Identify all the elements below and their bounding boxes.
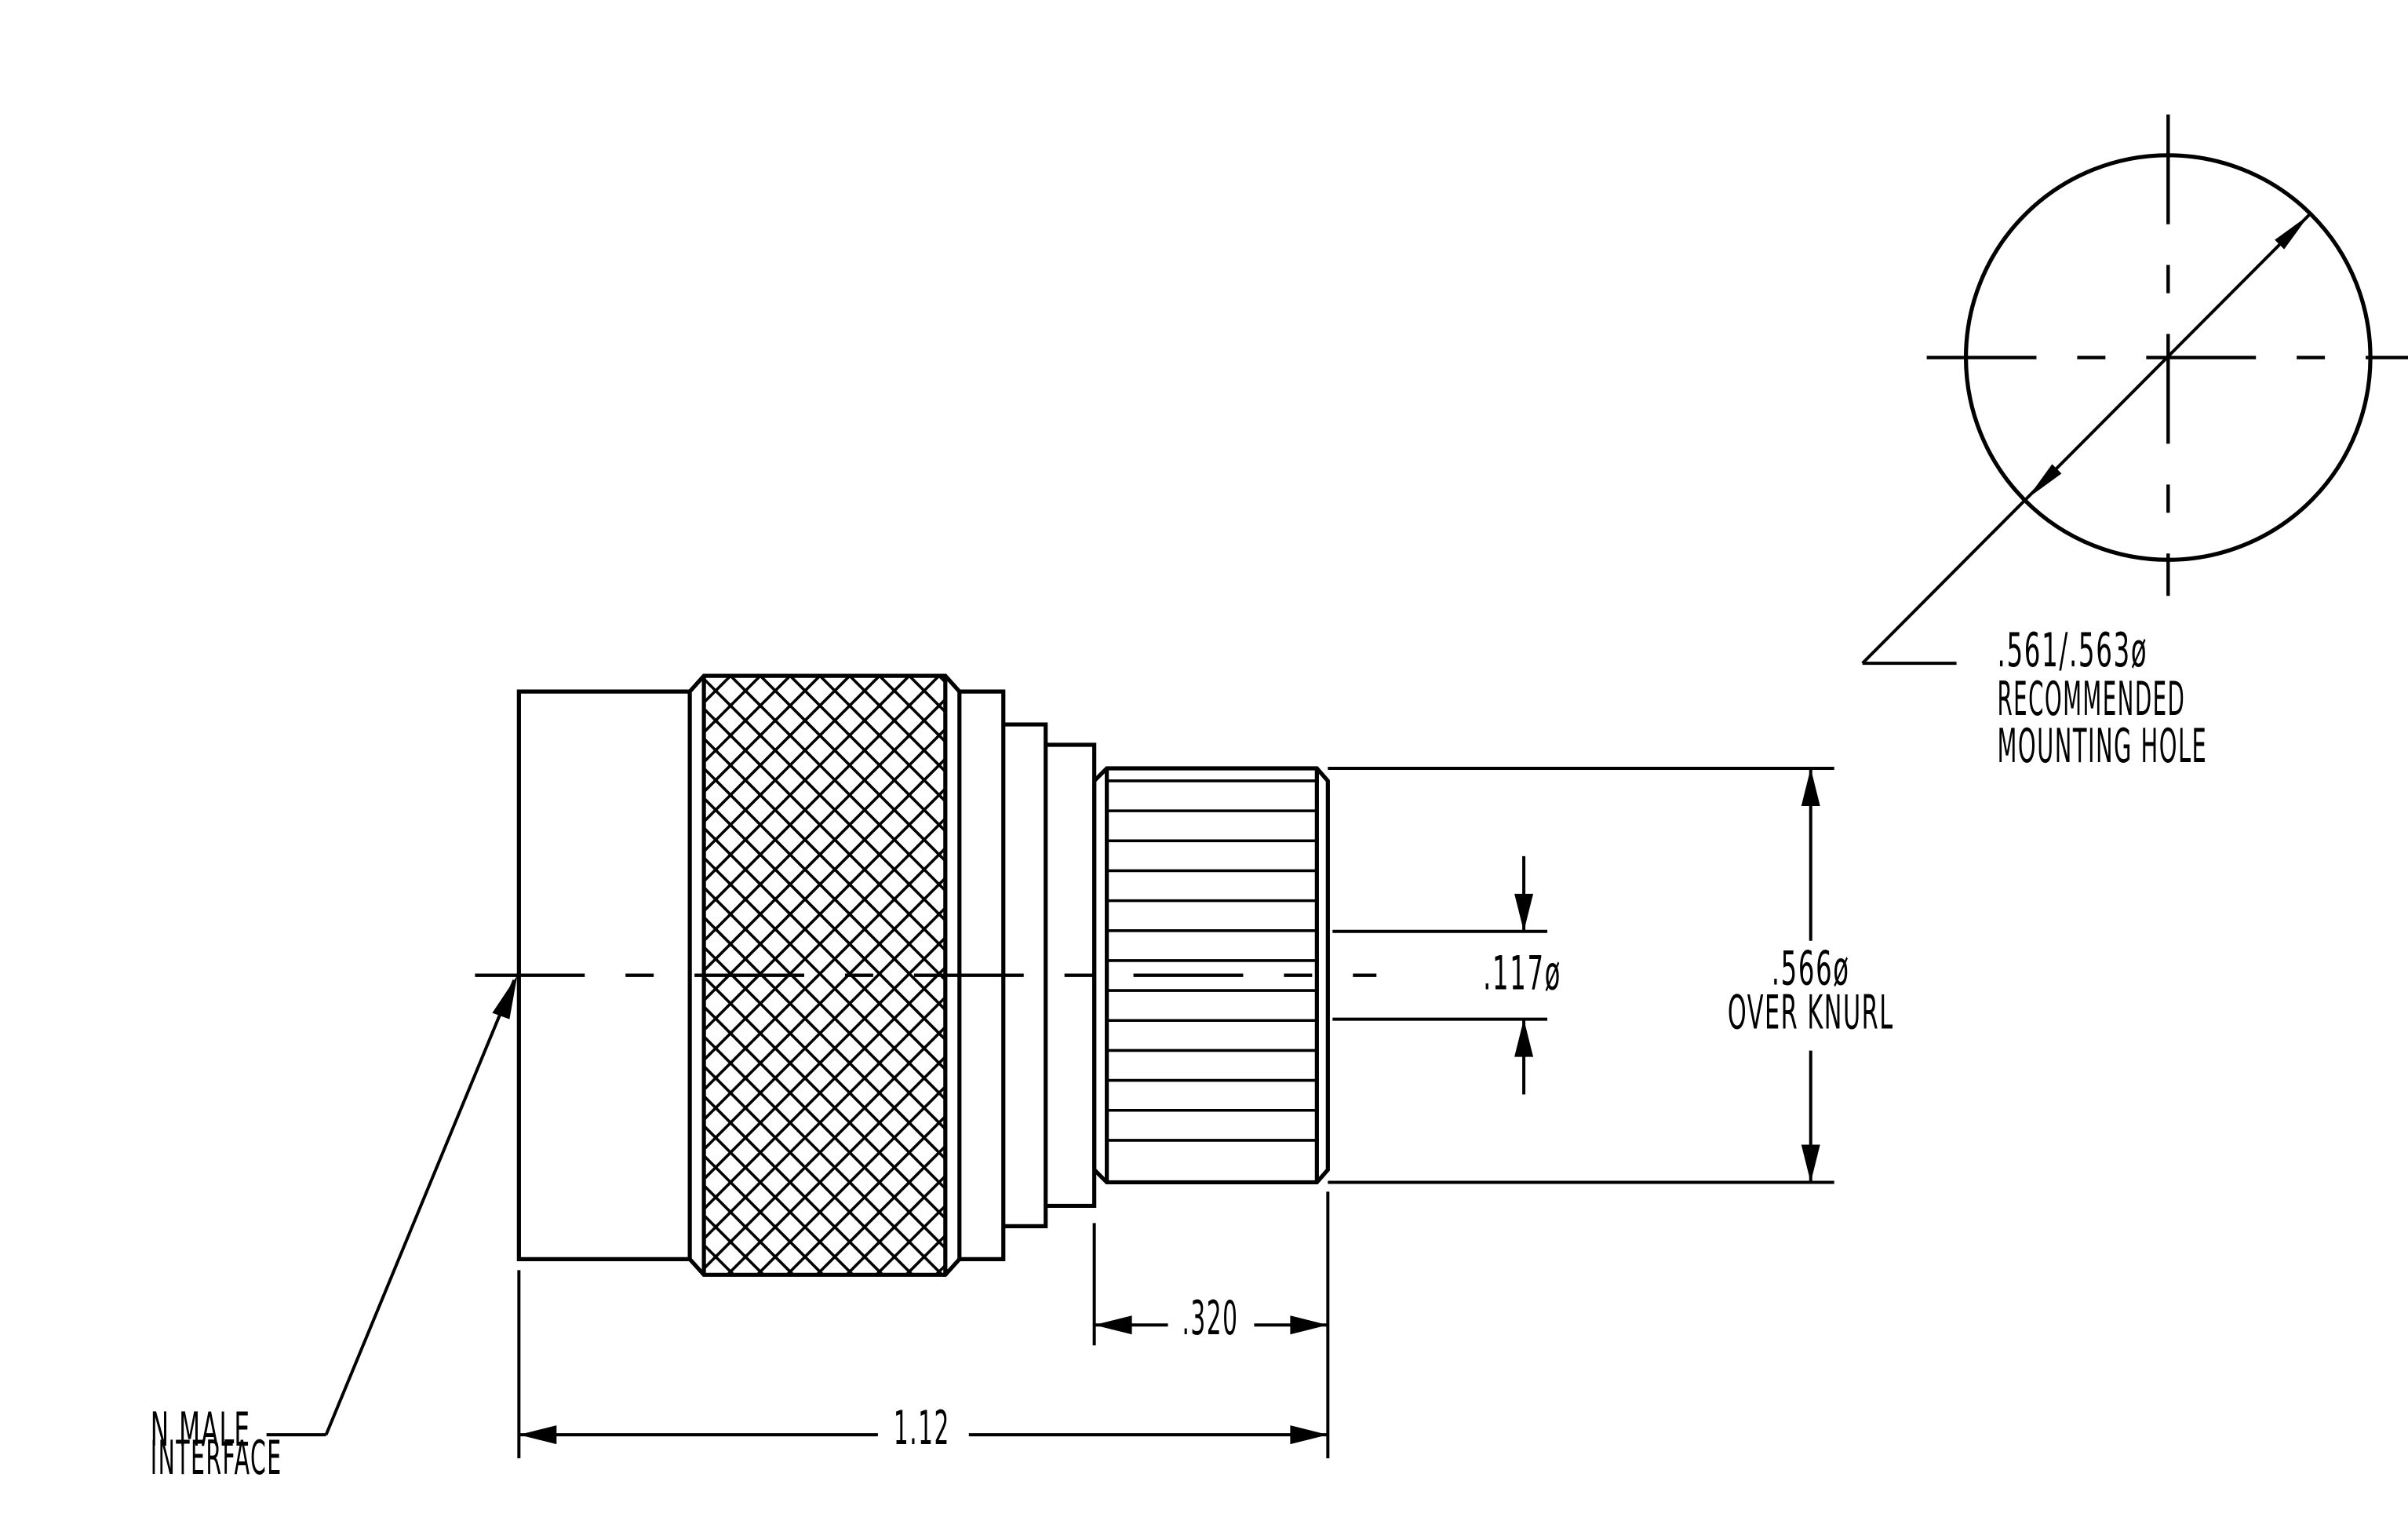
knurl-hatch-line — [704, 676, 881, 854]
knurl-hatch-line — [704, 676, 821, 794]
hole-arrow-lower — [2027, 464, 2062, 499]
knurl-hatch-line — [0, 676, 105, 1275]
knurl-hatch-line — [0, 676, 224, 1275]
knurl-hatch-line — [704, 1094, 884, 1275]
knurl-hatch-line — [704, 1064, 914, 1275]
knurl-hatch-line — [0, 676, 522, 1275]
knurl-hatch-line — [704, 706, 945, 953]
knurl-hatch-line — [0, 676, 135, 1275]
knurl-hatch-line — [704, 766, 945, 1012]
knurl-hatch-line — [704, 1272, 705, 1275]
knurl-hatch-line — [756, 1085, 945, 1275]
knurl-hatch-line — [704, 936, 945, 1181]
knurl-hatch-line — [0, 676, 344, 1275]
knurl-hatch-line — [1178, 676, 1776, 1275]
knurl-hatch-line — [0, 676, 284, 1275]
pin-arrow-bottom — [1514, 1019, 1534, 1057]
knurl-length-dimension: .320 — [1092, 1191, 1330, 1459]
pin-arrow-top — [1514, 893, 1534, 932]
knurl-hatch-line — [0, 676, 314, 1275]
knurl-hatch-line — [704, 1005, 945, 1250]
knurl-hatch-line — [0, 676, 254, 1275]
knurl-hatch-line — [0, 676, 492, 1275]
knurl-length-label: .320 — [1182, 1291, 1239, 1346]
knurl-diameter-note: OVER KNURL — [1728, 986, 1894, 1041]
interface-label-line2: INTERFACE — [151, 1431, 282, 1486]
mounting-hole-dimension: .561/.563ø — [1998, 623, 2148, 678]
knurl-hatch-line — [759, 676, 945, 863]
knurl-hatch-line — [0, 676, 552, 1275]
knurl-hatch-line — [969, 676, 1568, 1275]
knurl-hatch-line — [704, 676, 851, 824]
overall-length-label: 1.12 — [894, 1401, 950, 1456]
knurl-hatch-line — [1356, 676, 1954, 1275]
knurl-hatch-line — [704, 1123, 854, 1275]
interface-leader-line — [324, 979, 516, 1435]
knurl-hatch-line — [0, 676, 195, 1275]
knurl-diameter-label: .566ø — [1772, 942, 1850, 997]
knurl-hatch-line — [704, 697, 945, 943]
hole-arrow-upper — [2275, 214, 2310, 250]
hole-diameter-line — [1861, 213, 2311, 665]
knurl-hatch-line — [102, 676, 701, 1275]
knurl-diameter-dimension: .566ø OVER KNURL — [1328, 766, 1894, 1184]
knurl-hatch-line — [704, 676, 941, 914]
knurl-hatch-line — [704, 975, 945, 1220]
knurl-hatch-line — [818, 676, 945, 804]
knurl-arrow-bottom — [1801, 1144, 1820, 1183]
rear-knurl-outline — [1092, 766, 1330, 1185]
interface-leader: N MALE INTERFACE — [151, 975, 518, 1486]
knurl-hatch-line — [726, 1055, 945, 1275]
knurl-hatch-line — [0, 676, 462, 1275]
pin-diameter-dimension: .117ø — [1332, 855, 1561, 1095]
knurl-hatch-line — [704, 676, 762, 735]
knurl-hatch-line — [704, 846, 945, 1092]
knurl-hatch-line — [704, 906, 945, 1152]
knurl-hatch-line — [729, 676, 945, 893]
length320-arrow-left — [1094, 1315, 1132, 1335]
overall-length-dimension: 1.12 — [517, 1270, 1328, 1459]
mounting-hole-view: .561/.563ø RECOMMENDED MOUNTING HOLE — [1861, 114, 2408, 774]
connector-body — [0, 673, 1984, 1277]
overall-arrow-left — [519, 1425, 557, 1445]
knurl-hatch-line — [704, 855, 945, 1102]
knurl-hatch-line — [815, 1143, 945, 1275]
interface-label-line1: N MALE — [151, 1402, 251, 1457]
knurl-hatch-line — [704, 727, 945, 973]
knurl-hatch-line — [0, 676, 373, 1275]
knurl-hatch-line — [704, 676, 911, 884]
pin-diameter-label: .117ø — [1483, 947, 1561, 1001]
knurl-hatch-line — [704, 1153, 825, 1275]
knurl-hatch-line — [704, 1025, 945, 1271]
mounting-hole-note-line3: MOUNTING HOLE — [1998, 719, 2208, 774]
knurl-hatch-line — [704, 1034, 944, 1275]
knurl-hatch-line — [704, 995, 945, 1241]
knurl-hatch-line — [785, 1114, 945, 1275]
knurl-hatch-line — [704, 1213, 765, 1275]
knurl-hatch-line — [704, 796, 945, 1042]
mounting-hole-note-line2: RECOMMENDED — [1998, 672, 2186, 727]
overall-arrow-right — [1290, 1425, 1328, 1445]
body-step-2 — [1003, 722, 1048, 1228]
interface-leader-arrow — [492, 975, 518, 1019]
knurl-hatch-line — [0, 676, 432, 1275]
knurl-arrow-top — [1801, 768, 1820, 806]
length320-arrow-right — [1290, 1315, 1328, 1335]
knurl-hatch-line — [0, 676, 403, 1275]
knurl-hatch-line — [789, 676, 945, 833]
knurl-hatch-line — [0, 676, 165, 1275]
knurl-hatch-line — [1386, 676, 1984, 1275]
knurl-hatch-line — [704, 677, 945, 923]
rear-knurl-lines — [1106, 779, 1317, 1142]
